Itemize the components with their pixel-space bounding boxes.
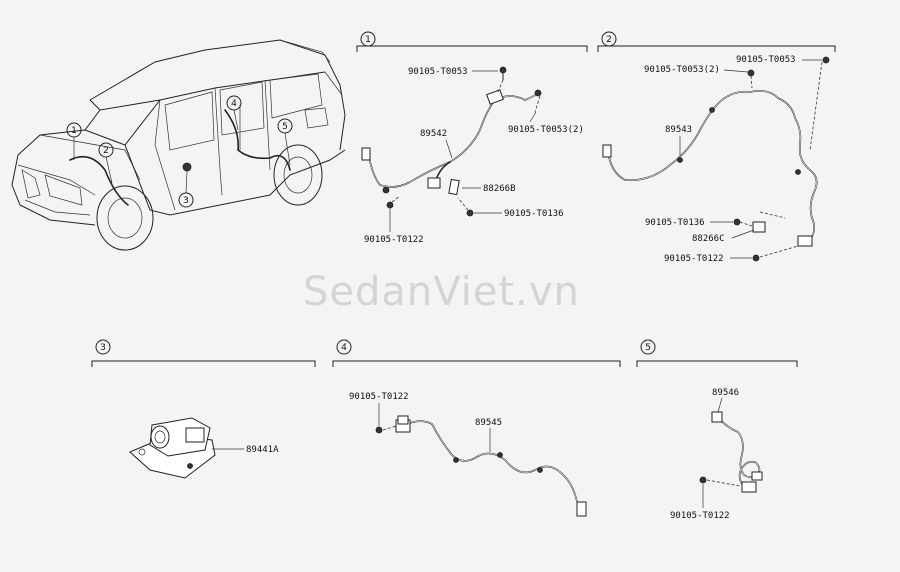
callout-number: 5 (282, 122, 288, 132)
bolt-icon (733, 218, 741, 226)
bolt-icon (466, 209, 474, 217)
section-4-number: 4 (341, 343, 347, 353)
bolt-icon (375, 426, 383, 434)
s2-part-90105-T0053-2: 90105-T0053(2) (644, 65, 720, 75)
section-4: 4 90105-T0122 89545 (332, 339, 621, 517)
car-callout-4: 4 (226, 95, 242, 131)
section-3: 3 89441A (91, 339, 316, 479)
s1-part-90105-T0122: 90105-T0122 (364, 235, 424, 245)
s1-part-90105-T0136: 90105-T0136 (504, 209, 564, 219)
callout-number: 3 (183, 196, 189, 206)
callout-number: 2 (103, 146, 109, 156)
section-1: 1 90105-T0053 90105-T0053(2) 89542 88266… (356, 31, 588, 245)
car-callout-3: 3 (178, 170, 194, 208)
section-2-number: 2 (606, 35, 612, 45)
s4-part-89545: 89545 (475, 418, 502, 428)
section-2: 2 90105-T0053(2) 90105-T0053 89543 90105… (597, 31, 836, 264)
vehicle-illustration (11, 39, 346, 251)
s5-part-89546: 89546 (712, 388, 739, 398)
s2-part-90105-T0053: 90105-T0053 (736, 55, 796, 65)
bolt-icon (386, 201, 394, 209)
s1-part-88266B: 88266B (483, 184, 516, 194)
s4-part-90105-T0122: 90105-T0122 (349, 392, 409, 402)
s1-part-90105-T0053-2: 90105-T0053(2) (508, 125, 584, 135)
bolt-icon (822, 56, 830, 64)
car-callouts: 1 2 3 4 5 (66, 95, 293, 208)
watermark-text: SedanViet.vn (303, 269, 580, 315)
s2-part-88266C: 88266C (692, 234, 725, 244)
s3-part-89441A: 89441A (246, 445, 279, 455)
s1-part-89542: 89542 (420, 129, 447, 139)
bolt-icon (699, 476, 707, 484)
callout-number: 1 (71, 126, 77, 136)
s2-part-90105-T0136: 90105-T0136 (645, 218, 705, 228)
section-5-number: 5 (645, 343, 651, 353)
s2-part-90105-T0122: 90105-T0122 (664, 254, 724, 264)
s5-part-90105-T0122: 90105-T0122 (670, 511, 730, 521)
section-1-number: 1 (365, 35, 371, 45)
s2-part-89543: 89543 (665, 125, 692, 135)
callout-number: 4 (231, 99, 237, 109)
bolt-icon (499, 66, 507, 80)
car-callout-5: 5 (277, 118, 293, 166)
car-callout-1: 1 (66, 122, 82, 160)
car-callout-2: 2 (98, 142, 114, 184)
s1-part-90105-T0053: 90105-T0053 (408, 67, 468, 77)
bolt-icon (752, 254, 760, 262)
section-5: 5 89546 90105-T0122 (636, 339, 798, 521)
section-3-number: 3 (100, 343, 106, 353)
bolt-icon (747, 69, 755, 77)
